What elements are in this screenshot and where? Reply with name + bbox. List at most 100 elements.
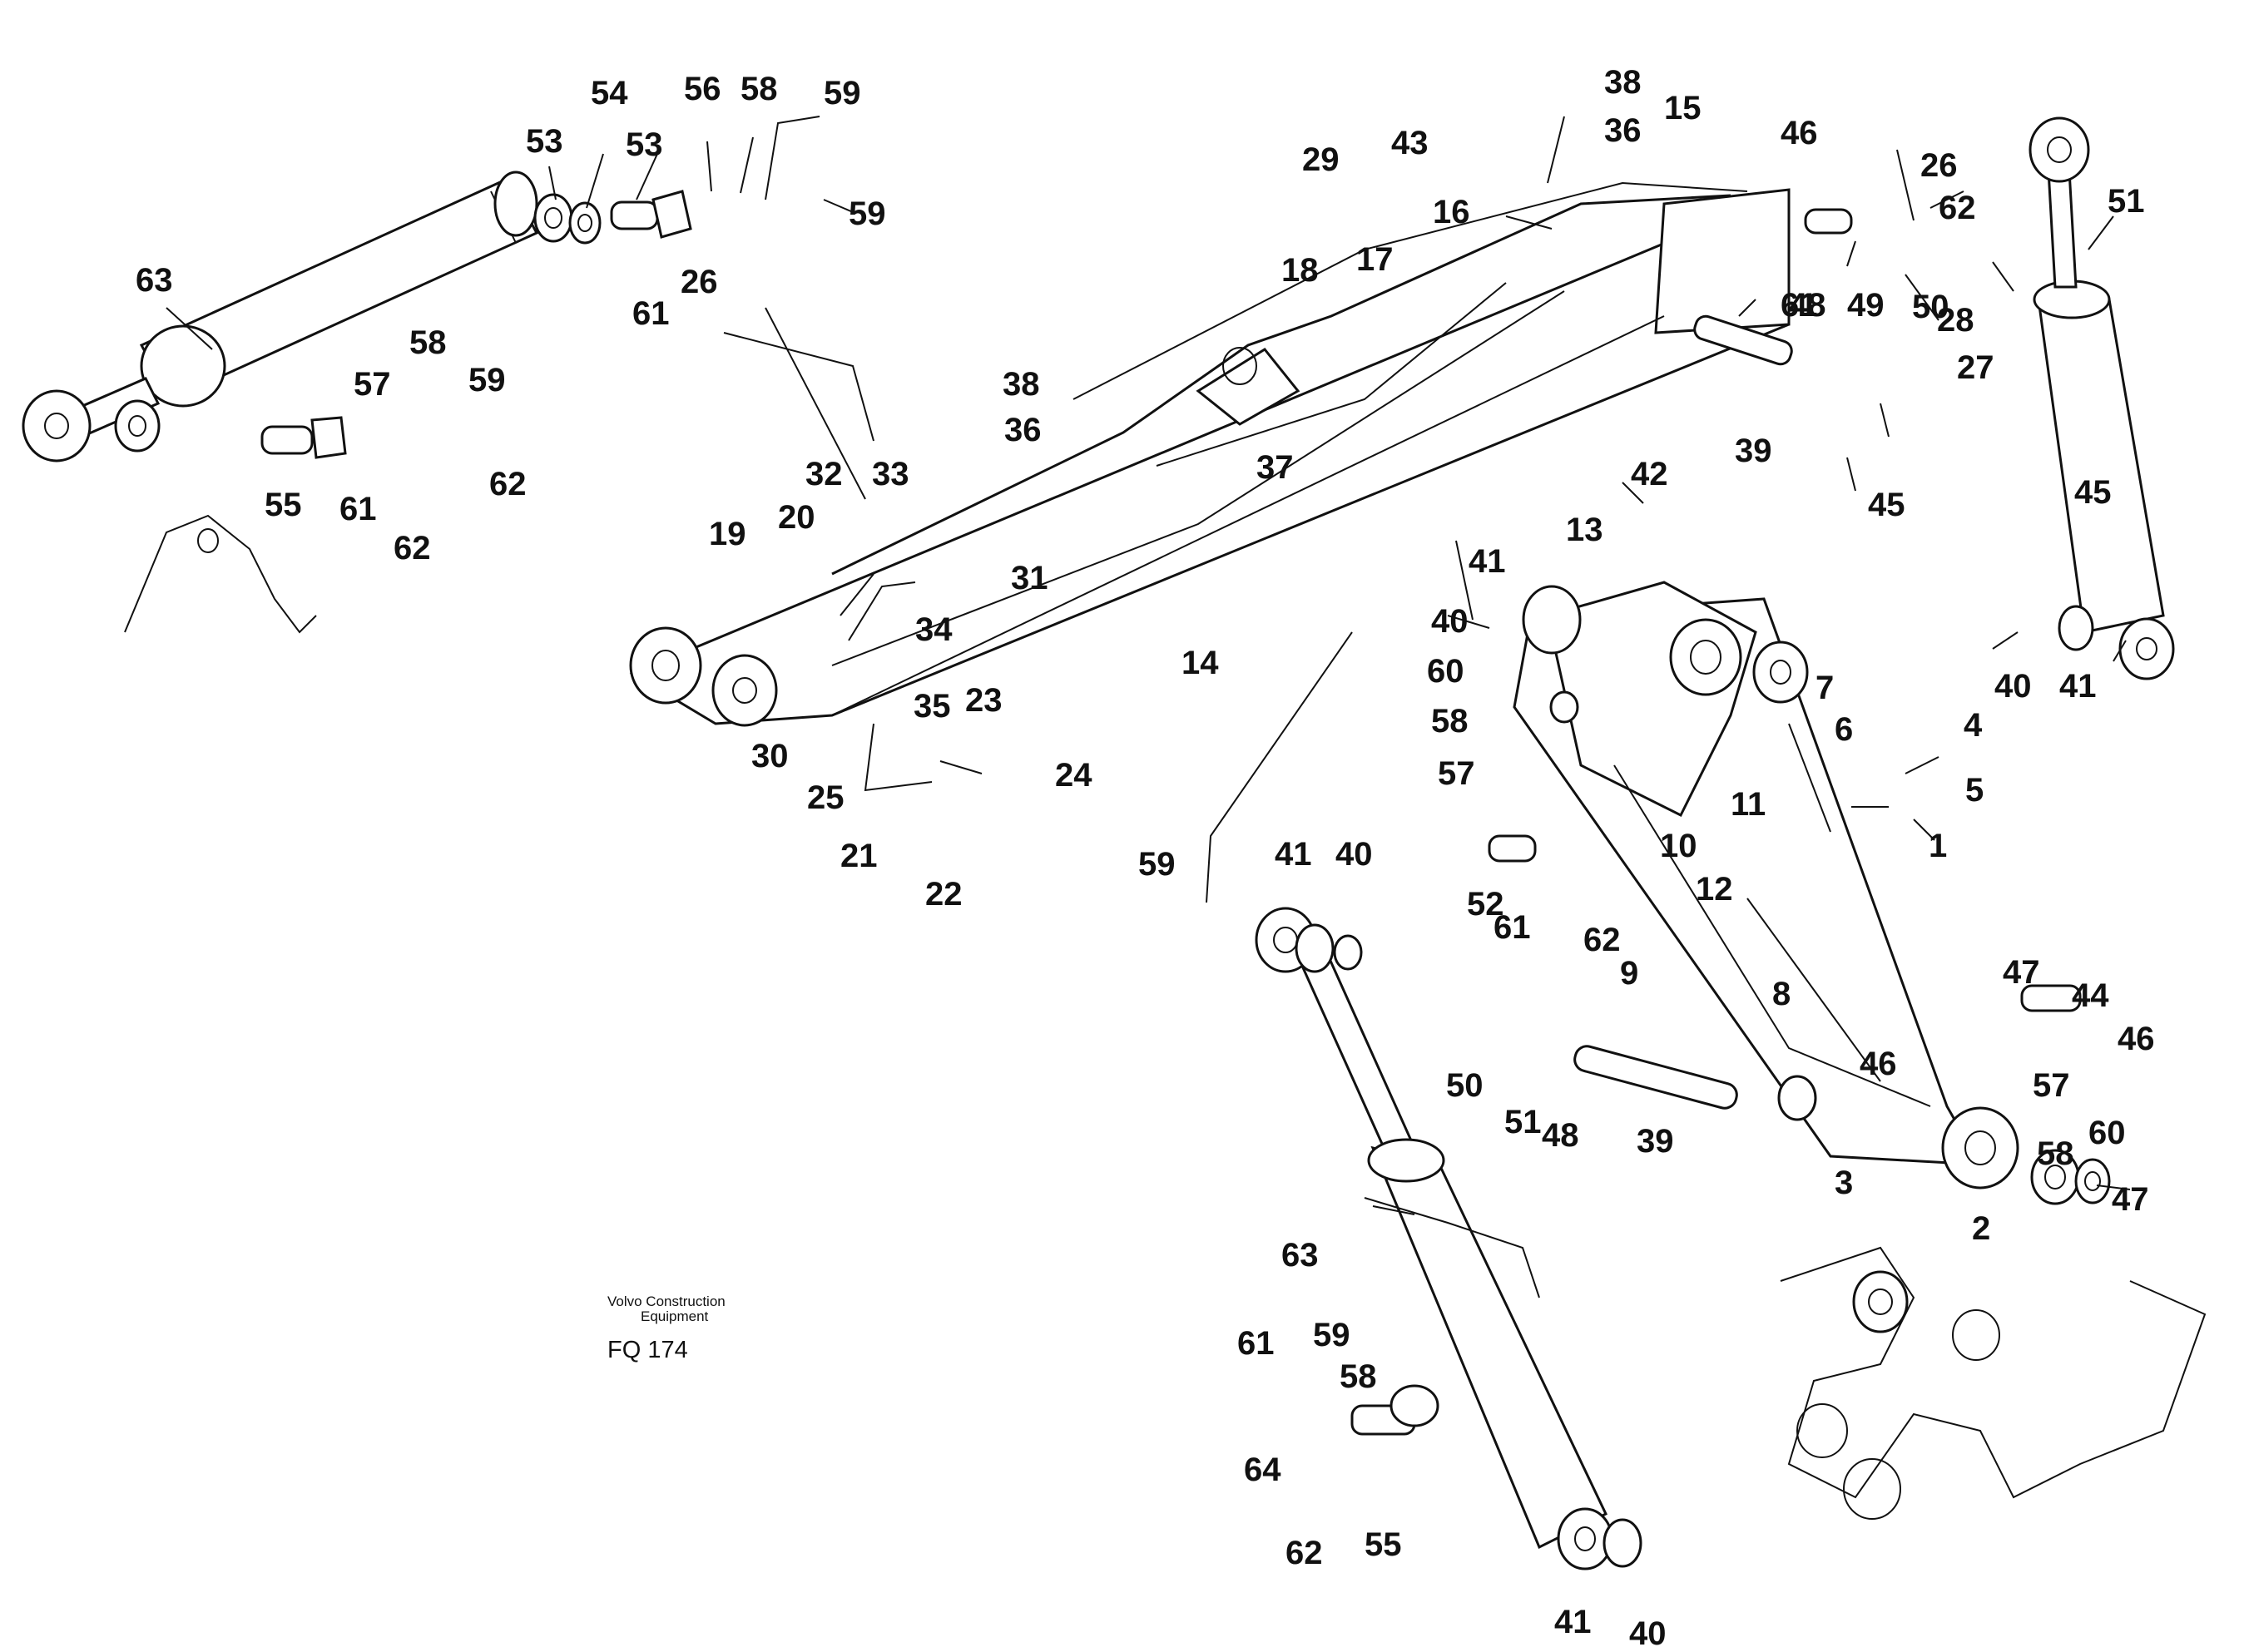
part-label: 49 <box>1847 287 1885 324</box>
part-label: 61 <box>632 295 670 332</box>
part-label: 51 <box>1504 1104 1542 1140</box>
arm-drawing <box>629 181 1791 727</box>
part-label: 60 <box>1427 653 1464 690</box>
part-label: 63 <box>1281 1237 1319 1274</box>
part-label: 59 <box>468 362 506 398</box>
part-label: 59 <box>1138 846 1176 883</box>
part-label: 37 <box>1256 449 1294 486</box>
part-label: 41 <box>1275 836 1312 873</box>
part-label: 63 <box>136 262 173 299</box>
part-label: 34 <box>915 611 953 648</box>
part-label: 55 <box>265 487 302 523</box>
part-label: 11 <box>1731 786 1766 823</box>
part-label: 22 <box>925 876 963 913</box>
part-label: 62 <box>489 466 527 502</box>
part-label: 58 <box>2037 1135 2074 1172</box>
part-label: 57 <box>1438 755 1475 792</box>
part-label: 21 <box>840 838 878 874</box>
part-label: 59 <box>849 195 886 232</box>
part-label: 56 <box>684 71 721 107</box>
part-label: 9 <box>1620 955 1638 992</box>
part-label: 40 <box>1335 836 1373 873</box>
part-label: 47 <box>2003 954 2040 991</box>
part-label: 17 <box>1356 241 1394 278</box>
part-label: 58 <box>409 324 447 361</box>
part-label: 62 <box>394 530 431 566</box>
part-label: 39 <box>1735 433 1772 469</box>
part-label: 58 <box>1431 703 1469 739</box>
part-label: 10 <box>1660 828 1697 864</box>
part-label: 40 <box>1431 603 1469 640</box>
part-label: 46 <box>1781 115 1818 151</box>
part-label: 53 <box>526 123 563 160</box>
part-label: 59 <box>1313 1317 1350 1353</box>
part-label: 44 <box>2072 977 2109 1014</box>
part-label: 13 <box>1566 512 1603 548</box>
part-label: 35 <box>914 688 951 725</box>
part-label: 6 <box>1835 711 1853 748</box>
part-label: 59 <box>824 75 861 111</box>
part-label: 53 <box>626 126 663 163</box>
bucket-cylinder-drawing <box>1255 907 1642 1570</box>
part-label: 57 <box>2033 1067 2070 1104</box>
part-label: 5 <box>1965 772 1984 809</box>
part-label: 19 <box>709 516 746 552</box>
part-label: 41 <box>2059 668 2097 705</box>
part-label: 46 <box>2118 1021 2155 1057</box>
part-label: 62 <box>1285 1535 1323 1571</box>
arm-cylinder-drawing <box>2029 116 2175 680</box>
part-label: 43 <box>1391 125 1429 161</box>
part-label: 62 <box>1939 190 1976 226</box>
part-label: 46 <box>1860 1046 1897 1082</box>
hardware-drawing <box>260 190 2082 1436</box>
part-label: 27 <box>1957 349 1994 386</box>
part-label: 4 <box>1964 707 1983 744</box>
part-label: 45 <box>1868 487 1905 523</box>
part-label: 32 <box>805 456 843 492</box>
part-label: 15 <box>1664 90 1702 126</box>
frame-drawing <box>1780 1246 2207 1520</box>
part-label: 33 <box>872 456 909 492</box>
part-label: 36 <box>1004 412 1042 448</box>
part-label: 23 <box>965 682 1003 719</box>
part-label: 3 <box>1835 1165 1853 1201</box>
part-label: 42 <box>1631 456 1668 492</box>
leader-lines <box>166 116 2131 1215</box>
part-label: 18 <box>1281 252 1319 289</box>
part-label: 61 <box>1781 287 1818 324</box>
diagram-artwork <box>22 116 2207 1570</box>
part-label: 48 <box>1542 1117 1579 1154</box>
part-label: 52 <box>1467 886 1504 922</box>
part-label: 24 <box>1055 757 1092 794</box>
part-label: 36 <box>1604 112 1642 149</box>
maker-line-1: Volvo Construction <box>607 1293 726 1309</box>
part-label: 51 <box>2108 183 2145 220</box>
boom-cylinder-drawing <box>22 171 602 462</box>
part-label: 54 <box>591 75 628 111</box>
part-label: 30 <box>751 738 789 774</box>
part-label: 48 <box>1789 287 1826 324</box>
part-label: 45 <box>2074 474 2112 511</box>
part-label: 2 <box>1972 1210 1990 1247</box>
diagram-code: FQ 174 <box>607 1337 688 1363</box>
part-label: 12 <box>1696 871 1733 908</box>
part-label: 1 <box>1929 828 1947 864</box>
part-label: 41 <box>1469 543 1506 580</box>
bucket-drawing <box>124 514 317 634</box>
part-label: 40 <box>1629 1615 1667 1652</box>
part-label: 61 <box>339 491 377 527</box>
part-label: 50 <box>1912 289 1949 325</box>
part-label: 61 <box>1494 909 1531 946</box>
part-label: 41 <box>1554 1604 1592 1640</box>
part-label: 31 <box>1011 560 1048 596</box>
part-label: 61 <box>1237 1325 1275 1362</box>
part-label: 29 <box>1302 141 1340 178</box>
part-label: 38 <box>1604 64 1642 101</box>
part-label: 58 <box>1340 1358 1377 1395</box>
part-label: 26 <box>1920 147 1958 184</box>
part-label: 64 <box>1244 1452 1281 1488</box>
maker-line-2: Equipment <box>641 1308 709 1324</box>
part-label: 20 <box>778 499 815 536</box>
part-label: 58 <box>741 71 778 107</box>
